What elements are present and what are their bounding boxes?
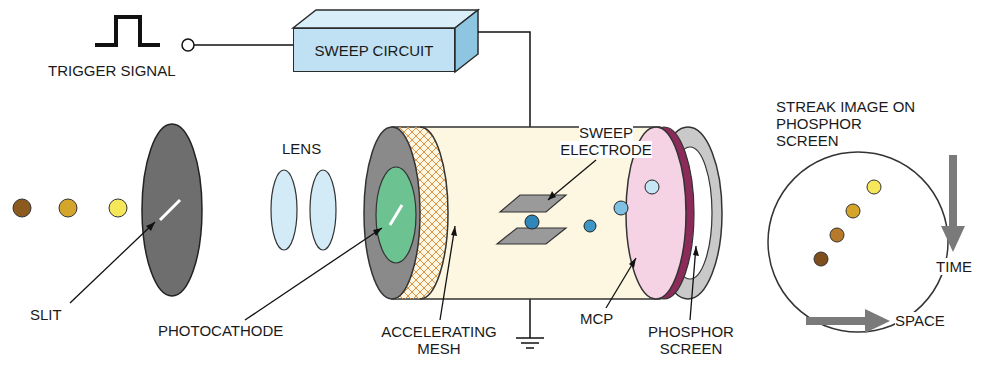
ground-symbol — [516, 337, 544, 339]
ground-symbol — [526, 347, 534, 349]
light-dot — [59, 199, 77, 217]
tube-end — [364, 127, 420, 299]
part-label: TRIGGER SIGNAL — [48, 62, 208, 79]
part-label: SPACE — [895, 312, 965, 329]
part-label-text: TRIGGER SIGNAL — [48, 62, 176, 79]
electron — [645, 180, 659, 194]
slit-opening — [160, 200, 180, 220]
part-label: LENS — [282, 140, 342, 157]
photocathode — [376, 167, 416, 263]
lens — [310, 170, 336, 250]
leader-line — [70, 222, 155, 303]
electron — [584, 220, 596, 232]
terminal — [182, 39, 194, 51]
box-top — [293, 10, 478, 28]
box-label: SWEEP CIRCUIT — [315, 42, 434, 59]
mesh-edge — [420, 127, 448, 299]
leader-line — [245, 228, 382, 320]
leader-line — [548, 160, 596, 200]
part-label: ACCELERATING MESH — [378, 323, 500, 357]
streak-image-screen — [768, 152, 948, 332]
space-arrow — [865, 309, 890, 333]
leader-line — [690, 246, 696, 320]
leader-head — [693, 246, 699, 256]
leader-head — [548, 191, 556, 200]
time-arrow — [941, 226, 965, 252]
leader-head — [451, 226, 457, 236]
sweep-electrode — [500, 195, 566, 212]
part-label: PHOSPHOR SCREEN — [645, 323, 737, 357]
part-label-text: PHOSPHOR SCREEN — [648, 323, 734, 357]
part-label: MCP — [580, 310, 630, 327]
light-dot — [13, 199, 31, 217]
leader-head — [146, 222, 155, 231]
part-label-text: MCP — [580, 310, 613, 327]
part-label-text: ACCELERATING MESH — [381, 323, 497, 357]
part-label-text: LENS — [282, 140, 321, 157]
electron — [525, 215, 539, 229]
part-label-text: STREAK IMAGE ON PHOSPHOR SCREEN — [776, 98, 915, 149]
lens — [271, 170, 297, 250]
part-label: PHOTOCATHODE — [158, 322, 298, 339]
part-label: SLIT — [30, 306, 90, 323]
process-box: SWEEP CIRCUIT — [293, 28, 455, 72]
time-arrow — [949, 155, 957, 227]
part-label-text: SLIT — [30, 306, 62, 323]
slit-image — [390, 205, 402, 225]
part-label: SWEEP ELECTRODE — [556, 124, 656, 158]
part-label-text: PHOTOCATHODE — [158, 322, 283, 339]
streak-dot — [867, 180, 881, 194]
sweep-electrode — [497, 228, 566, 244]
trigger-pulse — [95, 17, 160, 45]
electron — [614, 201, 628, 215]
streak-dot — [830, 228, 844, 242]
streak-dot — [846, 204, 860, 218]
light-dot — [109, 199, 127, 217]
box-side — [455, 10, 478, 72]
wire — [194, 44, 293, 46]
leader-line — [606, 258, 636, 308]
streak-dot — [814, 252, 828, 266]
part-label: STREAK IMAGE ON PHOSPHOR SCREEN — [776, 98, 926, 149]
leader-head — [629, 258, 636, 268]
space-arrow — [806, 317, 866, 325]
part-label: TIME — [929, 258, 979, 275]
leader-line — [440, 226, 455, 320]
part-label-text: TIME — [936, 258, 972, 275]
slit-plate — [142, 124, 202, 296]
part-label-text: SWEEP ELECTRODE — [560, 124, 652, 158]
ground-symbol — [521, 342, 539, 344]
leader-head — [373, 228, 382, 236]
part-label-text: SPACE — [895, 312, 945, 329]
